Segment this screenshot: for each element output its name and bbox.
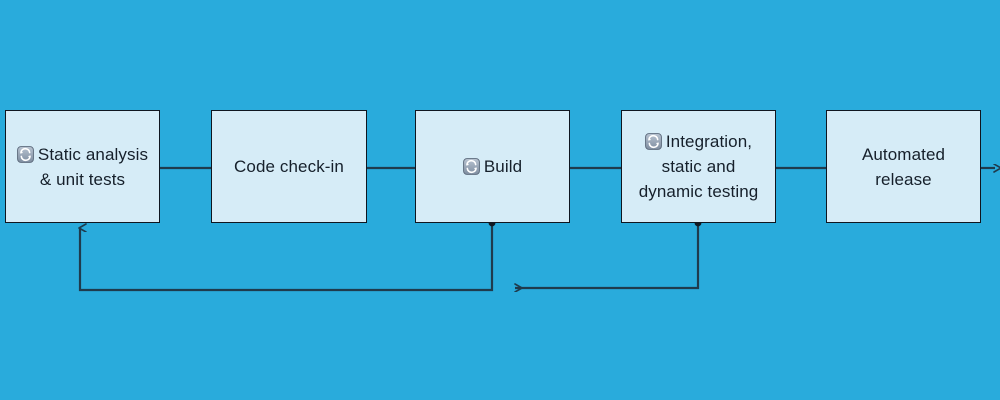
node-text-build: Build [483, 157, 523, 176]
edge-build-feedback-to-static [80, 223, 494, 292]
node-integration-testing[interactable]: Integration, static and dynamic testing [621, 110, 776, 223]
node-build[interactable]: Build [415, 110, 570, 223]
sync-repeat-icon [17, 145, 34, 163]
node-text-code-check-in: Code check-in [234, 157, 344, 176]
node-label-wrapper: Static analysis & unit tests [12, 142, 153, 192]
sync-repeat-icon [644, 132, 662, 150]
node-label-wrapper: Code check-in [234, 154, 344, 179]
node-label-wrapper: Automated release [833, 142, 974, 192]
node-code-check-in[interactable]: Code check-in [211, 110, 367, 223]
sync-repeat-icon [462, 157, 480, 175]
node-text-integration-testing: Integration, static and dynamic testing [638, 132, 759, 201]
node-static-analysis[interactable]: Static analysis & unit tests [5, 110, 160, 223]
node-automated-release[interactable]: Automated release [826, 110, 981, 223]
node-label-wrapper: Integration, static and dynamic testing [628, 129, 769, 204]
node-label-wrapper: Build [462, 154, 523, 179]
node-text-static-analysis: Static analysis & unit tests [37, 144, 149, 189]
edge-integration-feedback-to-build [515, 223, 700, 288]
node-text-automated-release: Automated release [861, 144, 946, 189]
